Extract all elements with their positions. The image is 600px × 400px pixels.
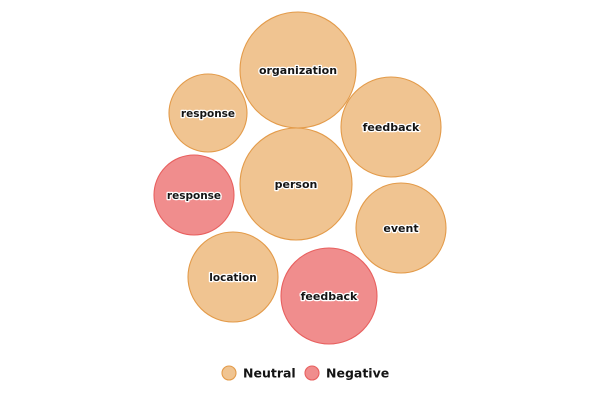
bubble-label: feedback: [301, 290, 358, 303]
bubble[interactable]: event: [355, 182, 447, 274]
bubble-label: feedback: [363, 121, 420, 134]
legend-swatch-icon: [221, 365, 237, 381]
bubble-circle[interactable]: [280, 247, 378, 345]
bubble-label: person: [275, 178, 318, 191]
legend-swatch-icon: [304, 365, 320, 381]
bubble[interactable]: feedback: [340, 76, 442, 178]
bubble-circle[interactable]: [355, 182, 447, 274]
legend-item[interactable]: Neutral: [221, 365, 296, 381]
bubble-label: response: [181, 108, 235, 120]
bubble-label: event: [383, 222, 418, 235]
bubble[interactable]: organization: [239, 11, 357, 129]
bubble-label: location: [209, 272, 256, 284]
bubble-group: organization person feedback event location r…: [153, 11, 447, 345]
bubble-circle[interactable]: [168, 73, 248, 153]
bubble[interactable]: location: [187, 231, 279, 323]
bubble-circle[interactable]: [340, 76, 442, 178]
bubble-circle[interactable]: [187, 231, 279, 323]
bubble-circle[interactable]: [153, 154, 235, 236]
bubble[interactable]: response: [153, 154, 235, 236]
bubble[interactable]: person: [239, 127, 353, 241]
bubble-circle[interactable]: [239, 127, 353, 241]
legend-label: Negative: [326, 366, 389, 381]
bubble-label: response: [167, 190, 221, 202]
bubble[interactable]: feedback: [280, 247, 378, 345]
legend-label: Neutral: [243, 366, 296, 381]
chart-legend: Neutral Negative: [221, 365, 389, 381]
bubble-label: organization: [259, 64, 337, 77]
bubble[interactable]: response: [168, 73, 248, 153]
legend-item[interactable]: Negative: [304, 365, 389, 381]
